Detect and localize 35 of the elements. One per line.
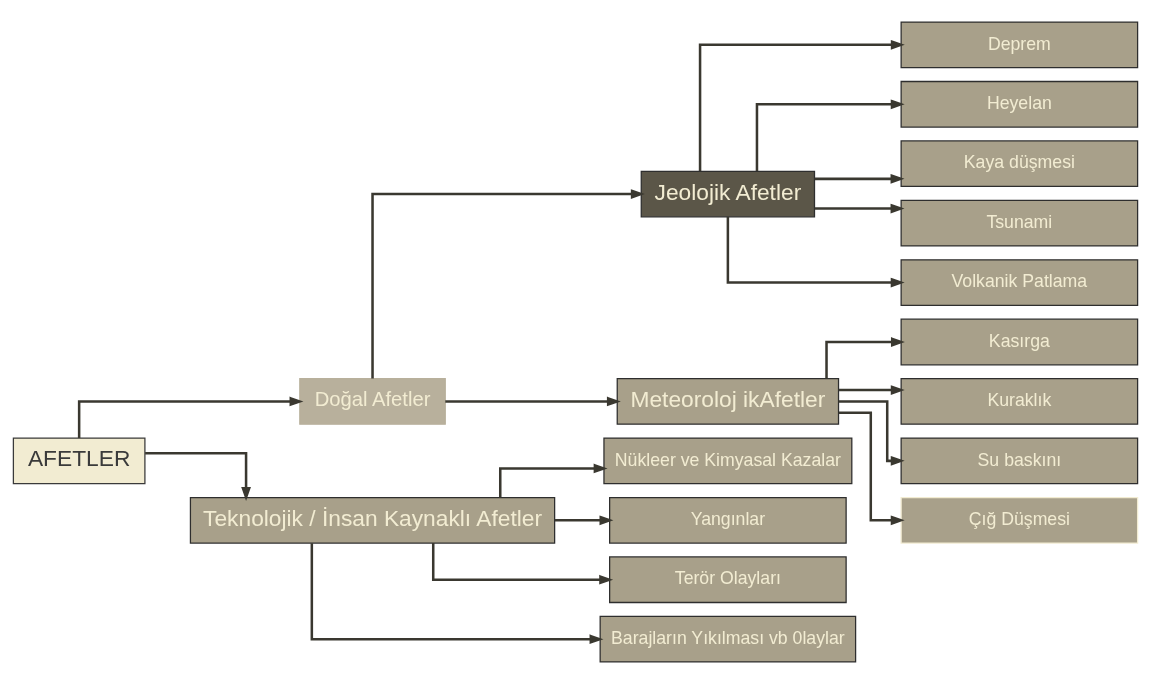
node-box: Kuraklık: [900, 377, 1139, 425]
arrow: [310, 542, 604, 644]
node-box: Teknolojik / İnsan Kaynaklı Afetler: [189, 496, 556, 544]
arrow: [554, 514, 614, 525]
node-box: Deprem: [900, 20, 1139, 68]
arrow: [431, 542, 614, 585]
node-box: Jeolojik Afetler: [640, 170, 816, 217]
node-box: Heyelan: [900, 80, 1139, 128]
arrow: [499, 463, 608, 497]
arrow: [698, 39, 905, 171]
arrow: [726, 216, 905, 287]
node-box: Nükleer ve Kimyasal Kazalar: [603, 437, 853, 484]
arrow: [814, 173, 905, 184]
node-box: Kaya düşmesi: [900, 139, 1139, 187]
node-box: Su baskını: [900, 437, 1139, 484]
node-box: AFETLER: [12, 437, 146, 484]
arrow: [838, 399, 905, 466]
arrow: [825, 336, 905, 379]
arrow: [77, 396, 304, 438]
arrow: [838, 384, 905, 395]
node-box: Çığ Düşmesi: [900, 496, 1139, 544]
node-box: Terör Olayları: [609, 555, 847, 603]
arrow: [371, 188, 645, 378]
arrow: [755, 98, 905, 171]
node-box: Meteoroloj ikAfetler: [616, 377, 840, 425]
arrow: [814, 203, 905, 213]
node-box: Barajların Yıkılması vb 0laylar: [599, 615, 857, 663]
node-box: Volkanik Patlama: [900, 258, 1139, 306]
node-box: Kasırga: [900, 318, 1139, 365]
arrow: [838, 411, 905, 525]
node-box: Yangınlar: [609, 496, 847, 544]
arrow: [145, 451, 251, 501]
node-box: Doğal Afetler: [299, 377, 446, 425]
arrow: [445, 396, 621, 406]
node-box: Tsunami: [900, 199, 1139, 246]
